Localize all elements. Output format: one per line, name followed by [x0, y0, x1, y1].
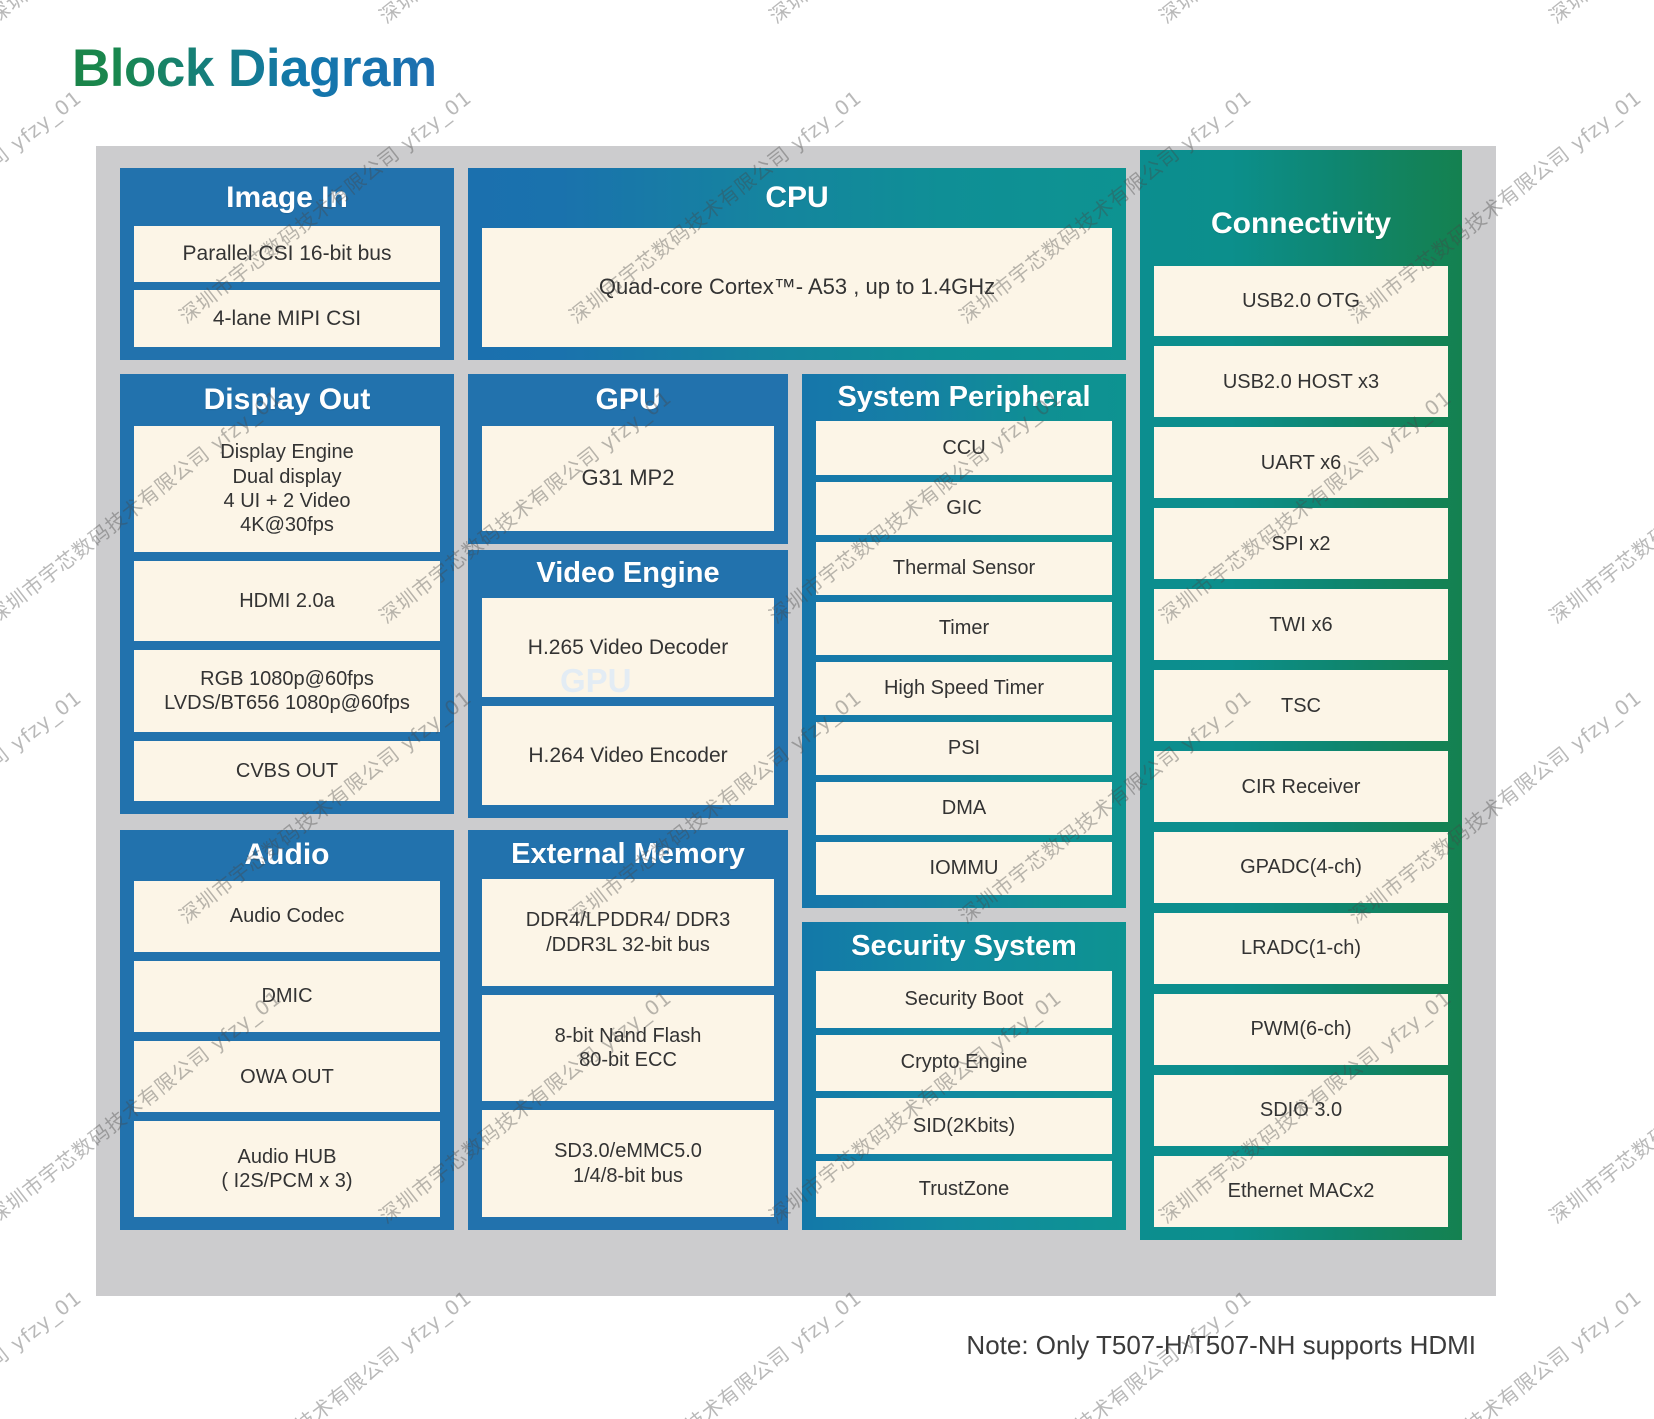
block-item[interactable]: SID(2Kbits)	[816, 1097, 1112, 1154]
watermark-text: 深圳市宇芯数码技术有限公司 yfzy_01	[762, 0, 1067, 29]
block-item[interactable]: Security Boot	[816, 971, 1112, 1028]
watermark-text: 深圳市宇芯数码技术有限公司 yfzy_01	[174, 1285, 477, 1419]
block-external-memory[interactable]: External Memory DDR4/LPDDR4/ DDR3 /DDR3L…	[468, 830, 788, 1230]
block-item[interactable]: Quad-core Cortex™- A53 , up to 1.4GHz	[482, 227, 1112, 347]
block-item[interactable]: OWA OUT	[134, 1041, 440, 1113]
footer-note: Note: Only T507-H/T507-NH supports HDMI	[966, 1330, 1476, 1360]
block-item[interactable]: UART x6	[1154, 427, 1448, 499]
page-title: Block Diagram	[72, 39, 437, 98]
block-item[interactable]: DMA	[816, 781, 1112, 835]
block-items-audio: Audio Codec DMIC OWA OUT Audio HUB ( I2S…	[134, 880, 440, 1218]
block-item[interactable]: USB2.0 HOST x3	[1154, 346, 1448, 418]
block-gpu[interactable]: GPU G31 MP2	[468, 374, 788, 544]
block-item[interactable]: IOMMU	[816, 841, 1112, 896]
block-item[interactable]: DDR4/LPDDR4/ DDR3 /DDR3L 32-bit bus	[482, 879, 774, 986]
watermark-text: 深圳市宇芯数码技术有限公司 yfzy_01	[0, 85, 87, 329]
block-item[interactable]: DMIC	[134, 960, 440, 1033]
block-title-external-memory: External Memory	[511, 838, 745, 870]
block-title-image-in: Image In	[226, 181, 348, 214]
block-item[interactable]: SPI x2	[1154, 508, 1448, 580]
block-item[interactable]: TrustZone	[816, 1160, 1112, 1217]
block-title-connectivity: Connectivity	[1210, 207, 1392, 240]
block-item[interactable]: Audio HUB ( I2S/PCM x 3)	[134, 1121, 440, 1218]
block-item[interactable]: H.264 Video Encoder	[482, 706, 774, 805]
block-item[interactable]: G31 MP2	[482, 425, 774, 531]
block-title-gpu: GPU	[595, 383, 661, 416]
block-cpu[interactable]: CPU Quad-core Cortex™- A53 , up to 1.4GH…	[468, 168, 1126, 360]
block-item[interactable]: 8-bit Nand Flash 80-bit ECC	[482, 994, 774, 1102]
watermark-text: 深圳市宇芯数码技术有限公司 yfzy_01	[0, 1285, 87, 1419]
block-item[interactable]: PSI	[816, 721, 1112, 775]
block-item[interactable]: CVBS OUT	[134, 740, 440, 801]
block-item[interactable]: Audio Codec	[134, 880, 440, 952]
block-item[interactable]: TWI x6	[1154, 589, 1448, 661]
block-security-system[interactable]: Security System Security Boot Crypto Eng…	[802, 922, 1126, 1230]
block-item[interactable]: TSC	[1154, 670, 1448, 742]
block-item[interactable]: SD3.0/eMMC5.0 1/4/8-bit bus	[482, 1110, 774, 1217]
block-item[interactable]: Thermal Sensor	[816, 541, 1112, 595]
block-item[interactable]: USB2.0 OTG	[1154, 265, 1448, 337]
block-item[interactable]: 4-lane MIPI CSI	[134, 290, 440, 347]
block-title-audio: Audio	[244, 838, 330, 871]
watermark-text: 深圳市宇芯数码技术有限公司 yfzy_01	[1544, 385, 1654, 629]
block-item[interactable]: SDIO 3.0	[1154, 1075, 1448, 1146]
block-items-connectivity: USB2.0 OTG USB2.0 HOST x3 UART x6 SPI x2…	[1154, 265, 1448, 1228]
block-image-in[interactable]: Image In Parallel CSI 16-bit bus 4-lane …	[120, 168, 454, 360]
block-item[interactable]: RGB 1080p@60fps LVDS/BT656 1080p@60fps	[134, 650, 440, 732]
block-title-video-engine: Video Engine	[536, 557, 720, 589]
block-item[interactable]: Crypto Engine	[816, 1034, 1112, 1091]
block-item[interactable]: Parallel CSI 16-bit bus	[134, 225, 440, 283]
watermark-text: 深圳市宇芯数码技术有限公司 yfzy_01	[1152, 0, 1457, 29]
block-system-peripheral[interactable]: System Peripheral CCU GIC Thermal Sensor…	[802, 374, 1126, 908]
block-items-display-out: Display Engine Dual display 4 UI + 2 Vid…	[134, 425, 440, 801]
block-item[interactable]: Display Engine Dual display 4 UI + 2 Vid…	[134, 425, 440, 553]
block-item[interactable]: CIR Receiver	[1154, 751, 1448, 823]
block-title-security-system: Security System	[851, 930, 1077, 962]
block-video-engine[interactable]: Video Engine H.265 Video Decoder H.264 V…	[468, 550, 788, 818]
block-audio[interactable]: Audio Audio Codec DMIC OWA OUT Audio HUB…	[120, 830, 454, 1230]
block-items-cpu: Quad-core Cortex™- A53 , up to 1.4GHz	[482, 227, 1112, 347]
block-items-external-memory: DDR4/LPDDR4/ DDR3 /DDR3L 32-bit bus 8-bi…	[482, 879, 774, 1217]
block-item[interactable]: GPADC(4-ch)	[1154, 832, 1448, 904]
watermark-text: 深圳市宇芯数码技术有限公司 yfzy_01	[1542, 0, 1654, 29]
block-item[interactable]: Timer	[816, 601, 1112, 655]
block-items-video-engine: H.265 Video Decoder H.264 Video Encoder	[482, 598, 774, 805]
block-item[interactable]: High Speed Timer	[816, 661, 1112, 715]
watermark-text: 深圳市宇芯数码技术有限公司 yfzy_01	[372, 0, 677, 29]
block-display-out[interactable]: Display Out Display Engine Dual display …	[120, 374, 454, 814]
watermark-text: 深圳市宇芯数码技术有限公司 yfzy_01	[1544, 985, 1654, 1229]
watermark-text: 深圳市宇芯数码技术有限公司 yfzy_01	[0, 685, 87, 929]
block-item[interactable]: GIC	[816, 481, 1112, 535]
block-item[interactable]: Ethernet MACx2	[1154, 1155, 1448, 1227]
block-title-display-out: Display Out	[203, 383, 371, 416]
block-item[interactable]: LRADC(1-ch)	[1154, 913, 1448, 985]
block-items-image-in: Parallel CSI 16-bit bus 4-lane MIPI CSI	[134, 225, 440, 347]
block-item[interactable]: H.265 Video Decoder	[482, 598, 774, 698]
block-item[interactable]: HDMI 2.0a	[134, 561, 440, 642]
block-items-system-peripheral: CCU GIC Thermal Sensor Timer High Speed …	[816, 421, 1112, 896]
block-item[interactable]: PWM(6-ch)	[1154, 994, 1448, 1066]
watermark-text: 深圳市宇芯数码技术有限公司 yfzy_01	[564, 1285, 867, 1419]
watermark-text: 深圳市宇芯数码技术有限公司 yfzy_01	[0, 0, 287, 29]
block-title-system-peripheral: System Peripheral	[837, 381, 1091, 413]
block-item[interactable]: CCU	[816, 421, 1112, 475]
block-items-gpu: G31 MP2	[482, 425, 774, 531]
block-items-security-system: Security Boot Crypto Engine SID(2Kbits) …	[816, 971, 1112, 1217]
block-title-cpu: CPU	[765, 181, 829, 214]
block-connectivity[interactable]: Connectivity USB2.0 OTG USB2.0 HOST x3 U…	[1140, 150, 1462, 1240]
